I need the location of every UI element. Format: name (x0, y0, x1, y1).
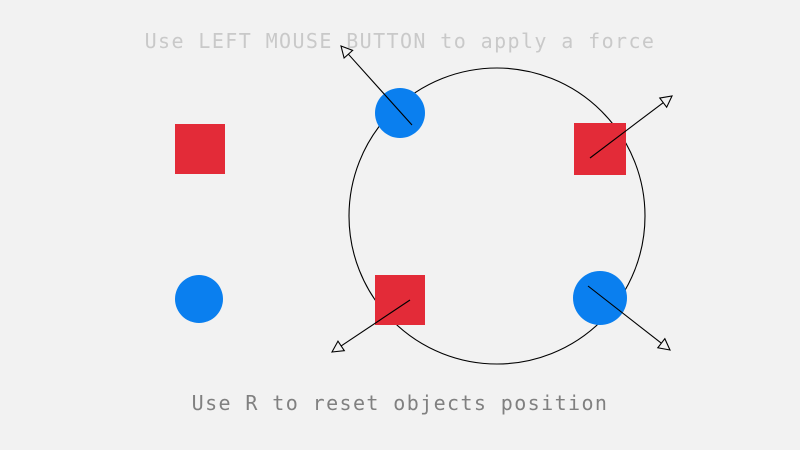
body-square[interactable] (375, 275, 425, 325)
force-vector-shaft (340, 299, 411, 347)
bodies-layer (175, 88, 627, 325)
hint-text-mouse: Use LEFT MOUSE BUTTON to apply a force (144, 29, 656, 53)
body-circle[interactable] (175, 275, 223, 323)
force-vector-arrowhead (658, 95, 673, 109)
force-arrow-down-left (331, 299, 411, 353)
hint-text-reset: Use R to reset objects position (191, 391, 609, 415)
force-vector-shaft (589, 102, 664, 159)
force-vector-arrowhead (656, 337, 671, 351)
force-vectors-layer (331, 45, 673, 353)
force-vector-shaft (347, 53, 413, 126)
force-arrow-up-left (340, 45, 413, 126)
force-vector-arrowhead (340, 45, 354, 60)
body-circle[interactable] (573, 271, 627, 325)
boundary-circle (348, 67, 646, 365)
force-arrow-down-right (587, 285, 671, 351)
body-square[interactable] (175, 124, 225, 174)
force-arrow-up-right (589, 95, 673, 159)
force-vector-shaft (587, 285, 662, 344)
force-vector-arrowhead (331, 340, 346, 353)
body-square[interactable] (574, 123, 626, 175)
body-circle[interactable] (375, 88, 425, 138)
